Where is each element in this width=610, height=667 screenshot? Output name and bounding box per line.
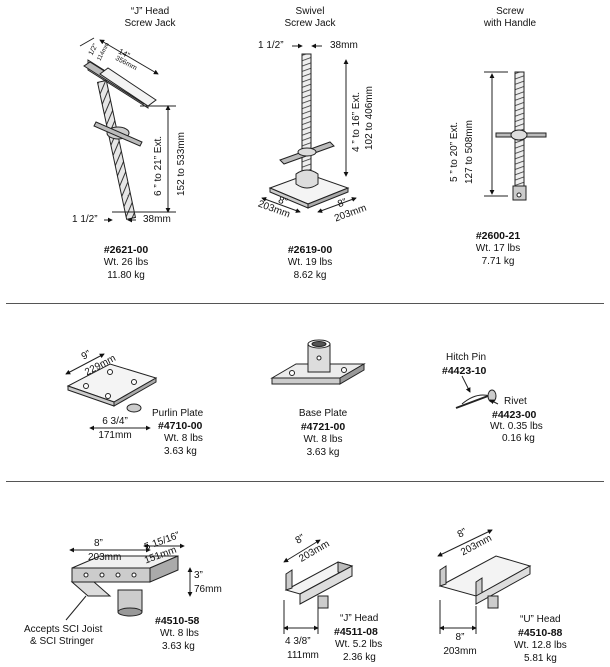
dimension-label: 8”: [455, 632, 465, 643]
diameter-label: 38mm: [330, 40, 358, 51]
weight-kg: 3.63 kg: [306, 447, 340, 458]
dimension-label: 3”: [194, 570, 203, 581]
u-head-drawing: [437, 529, 532, 634]
weight-lbs: Wt. 17 lbs: [475, 243, 521, 254]
part-number: #4511-08: [334, 626, 378, 638]
weight-lbs: Wt. 26 lbs: [103, 257, 149, 268]
screw-with-handle-drawing: [484, 71, 547, 201]
part-number: #4510-58: [155, 615, 200, 627]
section-divider: [6, 303, 604, 304]
weight-lbs: Wt. 8 lbs: [303, 434, 343, 445]
dimension-label: 4 3/8”: [285, 636, 311, 647]
j-screw-jack-drawing: [79, 37, 176, 223]
part-number: #4721-00: [300, 421, 346, 433]
weight-lbs: Wt. 19 lbs: [287, 257, 333, 268]
weight-lbs: Wt. 5.2 lbs: [335, 639, 383, 650]
dimension-label: 203mm: [443, 646, 477, 657]
item-title: Screw: [496, 6, 524, 17]
extension-label: 102 to 406mm: [364, 86, 375, 150]
item-title: Swivel: [295, 6, 325, 17]
item-name: “U” Head: [520, 614, 561, 625]
extension-label: 127 to 508mm: [464, 120, 475, 184]
diameter-label: 1 1/2”: [258, 40, 284, 51]
part-number: #4423-10: [442, 365, 487, 377]
dimension-label: 8”: [94, 538, 103, 549]
purlin-plate-drawing: [65, 353, 158, 431]
part-number: #2619-00: [287, 244, 333, 256]
dimension-label: 203mm: [88, 552, 122, 563]
extension-label: 6 ” to 21” Ext.: [153, 135, 164, 196]
part-number: #4710-00: [158, 420, 203, 432]
weight-kg: 11.80 kg: [107, 270, 145, 281]
weight-kg: 0.16 kg: [502, 433, 535, 444]
j-head-drawing: [283, 539, 354, 634]
extension-label: 4 ” to 16” Ext.: [351, 91, 362, 152]
diameter-label: 1 1/2”: [72, 214, 98, 225]
weight-lbs: Wt. 8 lbs: [164, 433, 203, 444]
item-name: “J” Head: [340, 613, 379, 624]
weight-kg: 3.63 kg: [164, 446, 197, 457]
base-plate-drawing: [270, 339, 366, 385]
item-title: Screw Jack: [124, 18, 176, 29]
item-title: “J” Head: [130, 6, 170, 17]
dimension-label: 6 3/4”: [102, 416, 128, 427]
weight-lbs: Wt. 12.8 lbs: [514, 640, 567, 651]
weight-kg: 3.63 kg: [162, 641, 195, 652]
extension-label: 5 ” to 20” Ext.: [449, 121, 460, 182]
hitch-pin-drawing: [455, 375, 499, 409]
section-divider: [6, 481, 604, 482]
item-name: Hitch Pin: [446, 352, 487, 363]
dimension-label: 76mm: [194, 584, 222, 595]
joist-saddle-drawing: [65, 543, 193, 621]
part-number: #4510-88: [518, 627, 563, 639]
item-title: with Handle: [483, 18, 537, 29]
weight-kg: 8.62 kg: [293, 270, 327, 281]
item-name: Purlin Plate: [152, 408, 204, 419]
item-title: Screw Jack: [284, 18, 336, 29]
dimension-label: 111mm: [287, 650, 319, 661]
part-number: #4423-00: [492, 409, 537, 421]
item-name: Rivet: [504, 396, 527, 407]
swivel-screw-jack-drawing: [261, 43, 357, 213]
item-name: Base Plate: [298, 408, 348, 419]
note-text: Accepts SCI Joist: [24, 624, 103, 635]
weight-kg: 5.81 kg: [524, 653, 557, 664]
weight-kg: 7.71 kg: [481, 256, 515, 267]
note-text: & SCI Stringer: [30, 636, 94, 647]
part-number: #2600-21: [475, 230, 521, 242]
dimension-label: 171mm: [98, 430, 132, 441]
part-number: #2621-00: [103, 244, 149, 256]
weight-lbs: Wt. 0.35 lbs: [490, 421, 543, 432]
weight-lbs: Wt. 8 lbs: [160, 628, 199, 639]
diameter-label: 38mm: [143, 214, 171, 225]
weight-kg: 2.36 kg: [343, 652, 376, 663]
extension-label: 152 to 533mm: [176, 132, 187, 196]
